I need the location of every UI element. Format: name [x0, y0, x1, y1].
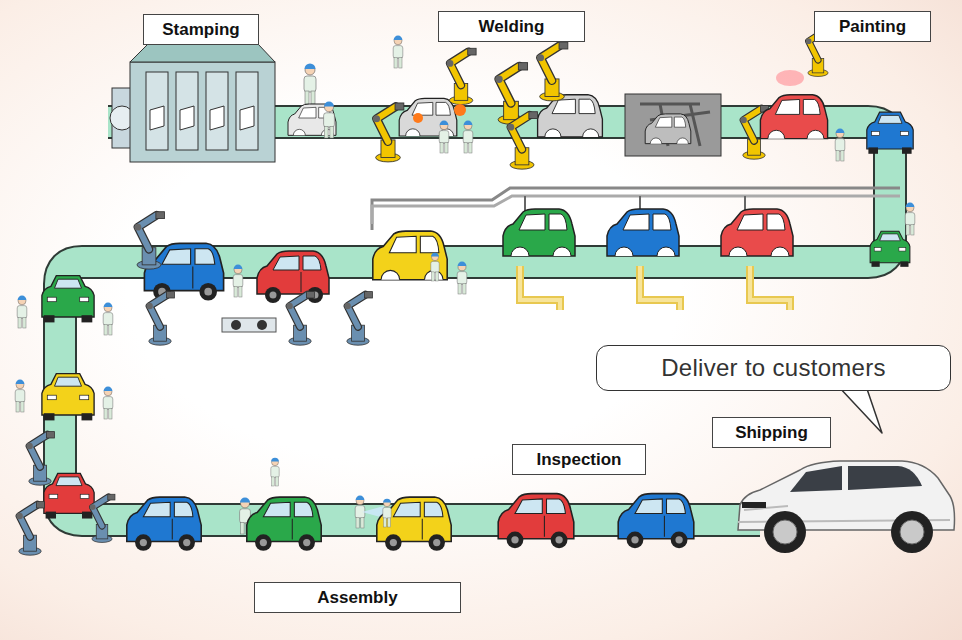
stage-label: Shipping — [712, 417, 831, 448]
stage-name: Assembly — [317, 588, 397, 608]
stage-label: Assembly — [254, 582, 461, 613]
stage-label: Inspection — [512, 444, 646, 475]
stage-label: Painting — [814, 11, 931, 42]
stage-name: Shipping — [735, 423, 808, 443]
stage-name: Welding — [479, 17, 545, 37]
stage-name: Painting — [839, 17, 906, 37]
stage-label: Welding — [438, 11, 585, 42]
stage-label: Stamping — [143, 14, 259, 45]
bubble-text: Deliver to customers — [661, 354, 886, 382]
stage-name: Stamping — [162, 20, 239, 40]
speech-bubble: Deliver to customers — [596, 345, 951, 391]
stage-name: Inspection — [536, 450, 621, 470]
